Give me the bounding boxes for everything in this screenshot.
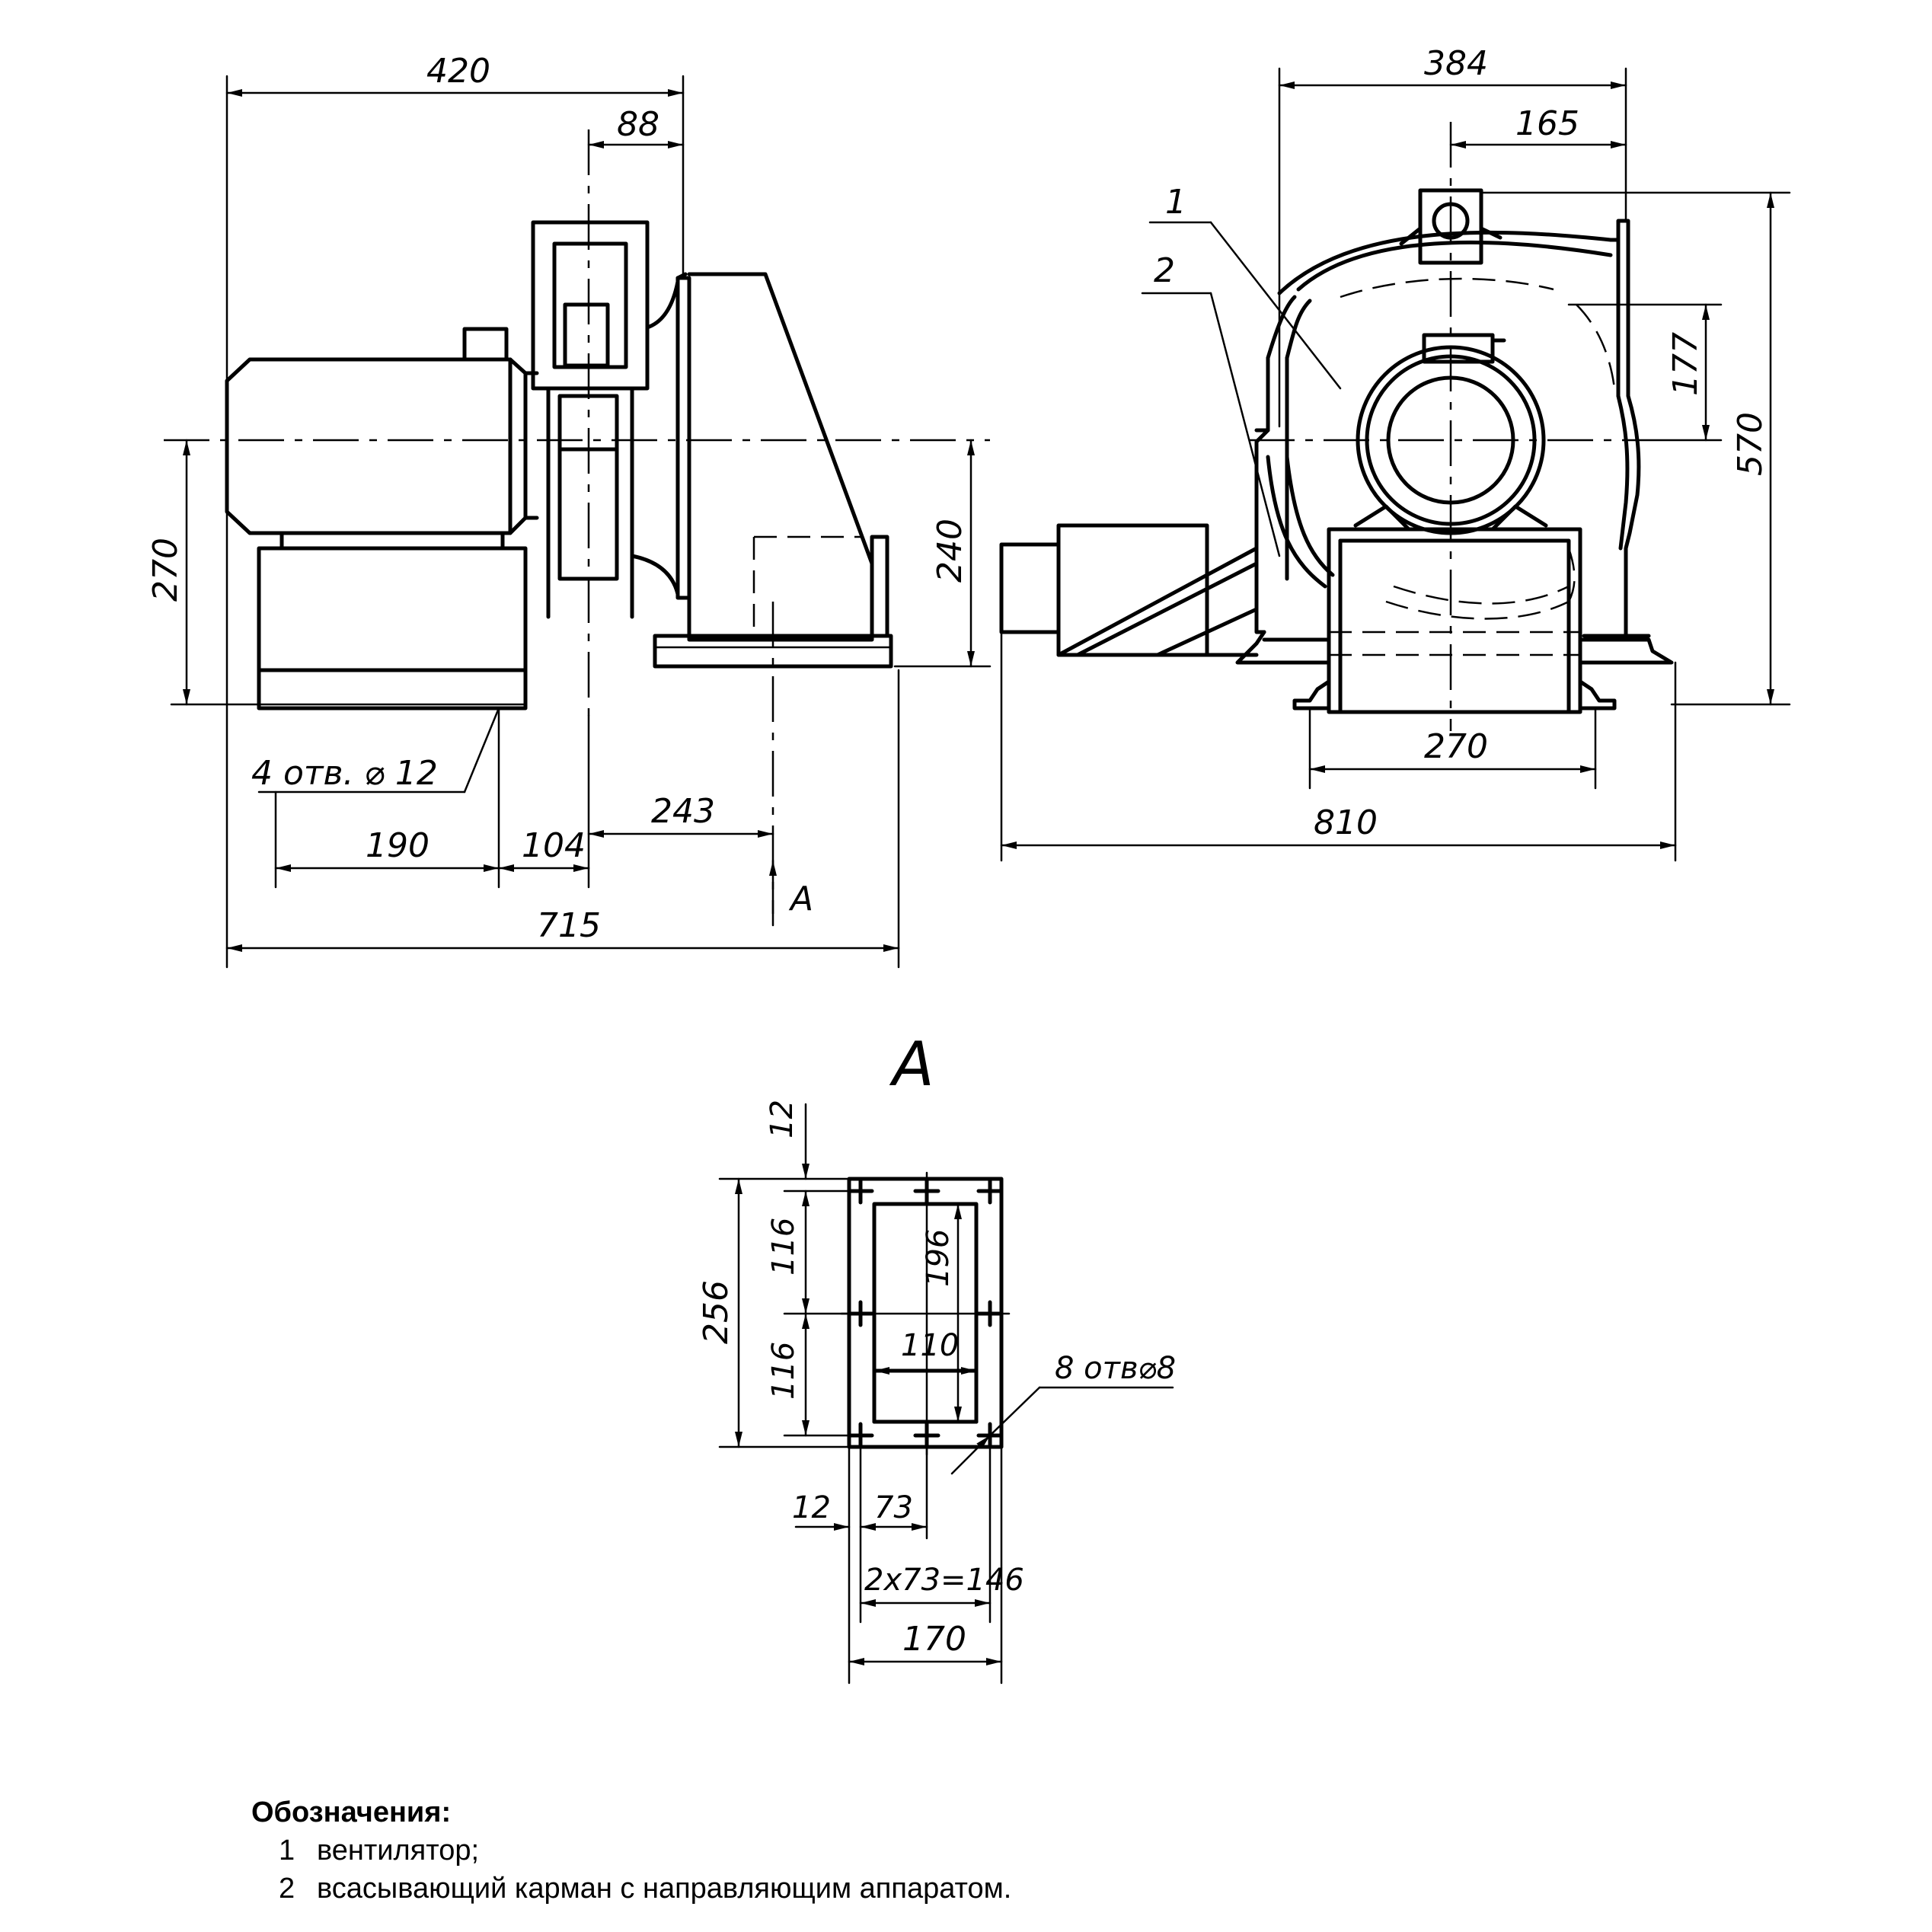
legend-item-text: вентилятор;	[317, 1835, 480, 1867]
legend-item: 1 вентилятор;	[251, 1831, 1011, 1870]
dim-110: 110	[901, 1328, 959, 1363]
motor-body	[225, 357, 528, 535]
scroll-housing	[1277, 219, 1641, 638]
dim-12-top: 12	[765, 1100, 800, 1138]
legend-item: 2 всасывающий карман с направляющим аппар…	[251, 1870, 1011, 1908]
dim-73: 73	[874, 1490, 913, 1525]
dim-570: 570	[1731, 412, 1770, 476]
legend: Обозначения: 1 вентилятор; 2 всасывающий к…	[251, 1793, 1011, 1908]
dim-240: 240	[931, 519, 969, 583]
holes-note-view-a: 8 отв⌀8	[1055, 1351, 1176, 1386]
dim-810: 810	[1314, 803, 1378, 842]
dim-177: 177	[1666, 332, 1705, 396]
dim-384: 384	[1424, 44, 1488, 83]
suction-pocket	[1056, 523, 1209, 657]
legend-item-text: всасывающий карман с направляющим аппара…	[317, 1873, 1012, 1905]
dim-88: 88	[617, 105, 659, 144]
callout-1: 1	[1165, 183, 1186, 222]
motor-frame	[257, 546, 528, 711]
dim-116-top: 116	[766, 1218, 801, 1276]
dim-116-bottom: 116	[766, 1342, 801, 1400]
front-view: 1 2 384 165 177 570 270 810	[999, 44, 1791, 862]
holes-note-side: 4 отв. ⌀ 12	[251, 754, 438, 793]
side-view: 420 88 270 240 4 отв. ⌀ 12 190 104 243 А	[146, 52, 992, 969]
dim-715: 715	[537, 906, 601, 945]
fan-casing-side	[675, 276, 691, 600]
dim-196: 196	[921, 1229, 956, 1287]
dim-165: 165	[1515, 104, 1579, 143]
legend-item-number: 2	[279, 1873, 295, 1905]
dim-190: 190	[366, 826, 430, 865]
dim-170: 170	[902, 1620, 966, 1659]
callout-2: 2	[1154, 251, 1175, 290]
motor-frame-front	[1327, 527, 1582, 714]
dim-12-left: 12	[792, 1490, 831, 1525]
dim-2x73: 2x73=146	[864, 1563, 1024, 1598]
dim-104: 104	[522, 826, 586, 865]
legend-title: Обозначения:	[251, 1796, 452, 1828]
dim-270-front: 270	[1424, 727, 1488, 766]
terminal-box	[462, 327, 509, 362]
view-a-title: А	[889, 1029, 934, 1100]
legend-item-number: 1	[279, 1835, 295, 1867]
flange	[531, 220, 650, 391]
dim-256: 256	[697, 1280, 736, 1344]
dim-270-side: 270	[146, 538, 185, 602]
dim-243: 243	[651, 792, 715, 831]
dim-420: 420	[426, 52, 490, 91]
view-arrow-label: А	[788, 880, 813, 918]
view-a: А 12 116 116	[697, 1029, 1176, 1685]
